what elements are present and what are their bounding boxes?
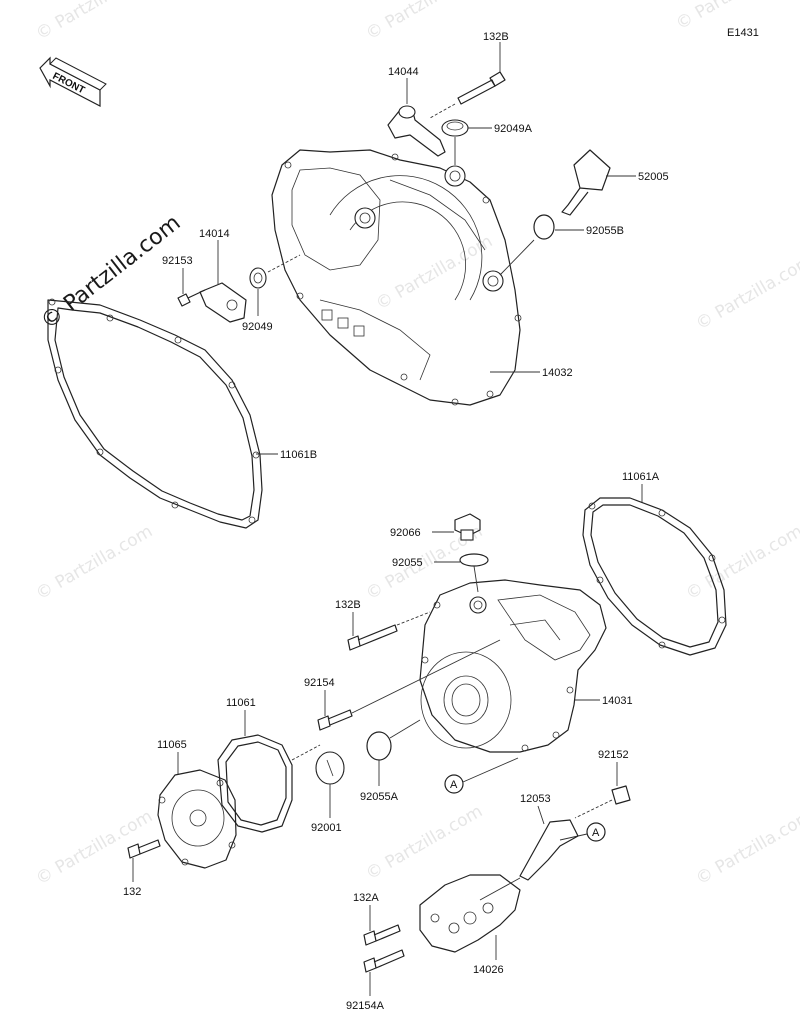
leader-ref-a-2 (559, 833, 588, 841)
part-132B-bolt-lower (347, 624, 398, 651)
part-14032-clutch-cover (271, 149, 522, 406)
part-92055B-o-ring (533, 214, 555, 240)
label-52005: 52005 (638, 171, 669, 183)
label-12053: 12053 (520, 793, 551, 805)
leader-92055A-seat (389, 719, 421, 739)
part-14044-bracket (387, 105, 446, 157)
part-92049-oil-seal (249, 267, 267, 289)
label-92001: 92001 (311, 822, 342, 834)
watermark-main: © Partzilla.com (36, 211, 185, 335)
label-92049: 92049 (242, 321, 273, 333)
part-52005-filler-cap (561, 149, 611, 216)
label-14014: 14014 (199, 228, 230, 240)
label-132: 132 (123, 886, 141, 898)
label-11065: 11065 (157, 739, 187, 751)
label-11061A: 11061A (622, 471, 660, 483)
part-14031-generator-cover (419, 579, 607, 753)
label-92055B: 92055B (586, 225, 624, 237)
part-14014-cover-plate (199, 282, 247, 323)
label-14032: 14032 (542, 367, 573, 379)
part-92154-bolt (317, 709, 353, 731)
label-11061B: 11061B (280, 449, 317, 461)
diagram-code: E1431 (727, 27, 759, 39)
watermark-text: © Partzilla.com (693, 806, 800, 889)
label-92152: 92152 (598, 749, 629, 761)
part-12053-guide (519, 819, 579, 881)
label-92153: 92153 (162, 255, 193, 267)
label-92154: 92154 (304, 677, 335, 689)
label-92055: 92055 (392, 557, 423, 569)
part-132A-bolt (363, 924, 401, 946)
watermark-text: © Partzilla.com (33, 0, 157, 44)
leader-92049-dash (267, 254, 301, 273)
label-92049A: 92049A (494, 123, 533, 135)
part-11061-gasket (217, 734, 293, 833)
leader-132B-lower-dash (396, 611, 431, 626)
leader-132B-dash (429, 103, 456, 119)
leader-92154-line (351, 639, 501, 714)
part-92055-o-ring (459, 553, 489, 567)
watermark-text: © Partzilla.com (373, 231, 497, 314)
leader-ref-a-1 (462, 757, 519, 783)
leader-92055-seat (473, 565, 479, 593)
leader-11061-dash (291, 744, 321, 761)
part-92154A-bolt (363, 949, 405, 973)
label-92154A: 92154A (346, 1000, 385, 1012)
label-14031: 14031 (602, 695, 633, 707)
ref-marker-a: A (444, 774, 464, 794)
ref-marker-a-2: A (586, 822, 606, 842)
watermark-text: © Partzilla.com (693, 251, 800, 334)
leader-92152-dash (574, 799, 613, 819)
ref-a-label: A (450, 779, 458, 791)
watermark-text: © Partzilla.com (33, 521, 157, 604)
part-92152-collar (611, 785, 631, 805)
leader-92055B-seat (499, 239, 535, 276)
part-132-bolt (127, 839, 161, 859)
label-14026: 14026 (473, 964, 504, 976)
label-132B-top: 132B (483, 31, 509, 43)
label-92066: 92066 (390, 527, 421, 539)
part-92153-bolt (177, 289, 206, 307)
watermark-text: © Partzilla.com (683, 521, 800, 604)
part-11065-cover (157, 769, 237, 869)
leader-12053-line (479, 877, 521, 901)
part-132B-bolt-top (457, 71, 506, 105)
label-132B-lower: 132B (335, 599, 361, 611)
front-arrow-icon: FRONT (39, 56, 107, 107)
label-92055A: 92055A (360, 791, 399, 803)
leader-12053 (537, 805, 545, 825)
part-11061B-gasket (47, 298, 263, 529)
part-92001-cap (315, 751, 345, 785)
part-92049A-oil-seal (441, 119, 469, 137)
watermark-text: © Partzilla.com (363, 801, 487, 884)
watermark-text: © Partzilla.com (363, 0, 487, 44)
watermark-text: © Partzilla.com (33, 806, 157, 889)
part-92055A-o-ring (366, 731, 392, 761)
label-132A: 132A (353, 892, 379, 904)
label-14044: 14044 (388, 66, 419, 78)
part-14026-sprocket-cover (419, 874, 521, 953)
part-11061A-gasket (582, 497, 727, 656)
label-11061: 11061 (226, 697, 256, 709)
watermark-layer: © Partzilla.com © Partzilla.com © Partzi… (33, 0, 800, 889)
ref-a-label: A (592, 827, 600, 839)
part-92066-drain-plug (454, 513, 481, 541)
